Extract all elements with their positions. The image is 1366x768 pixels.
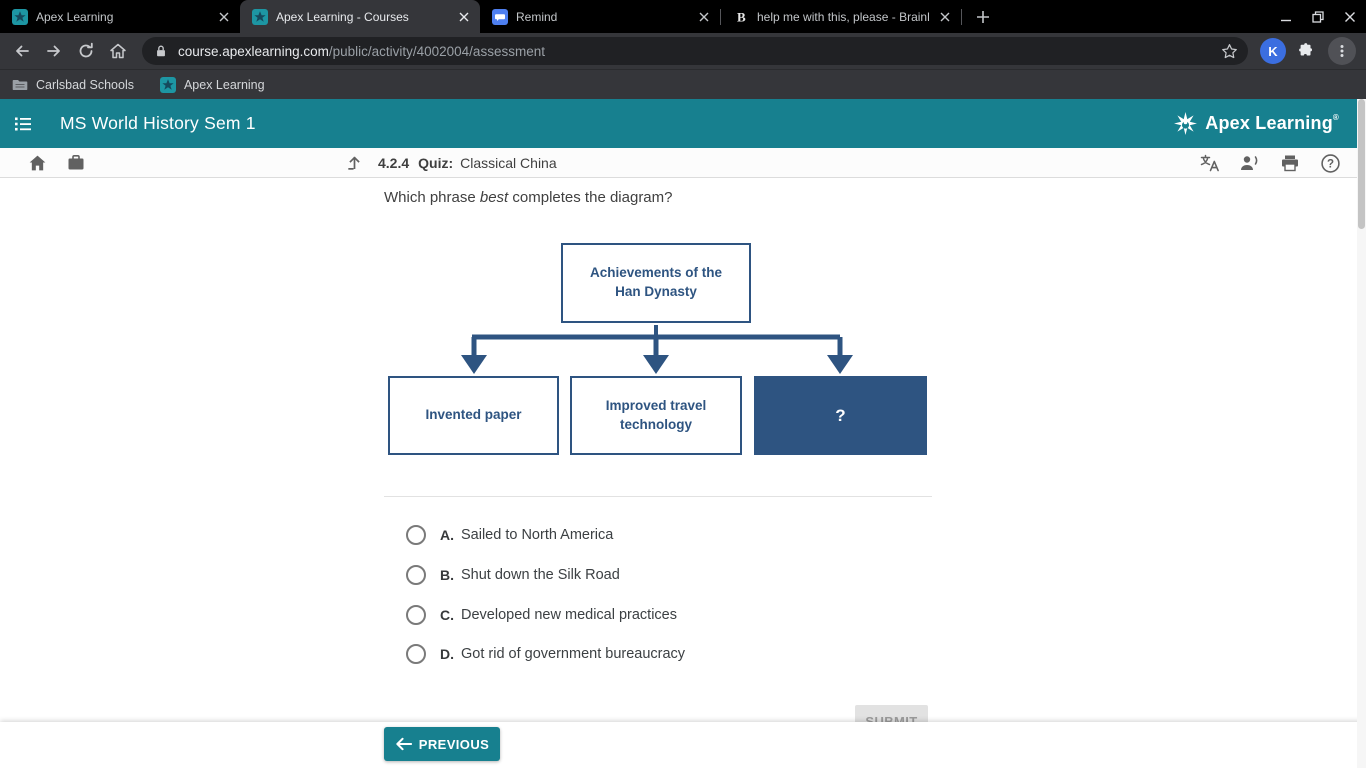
radio-button[interactable] <box>406 565 426 585</box>
brainly-favicon-icon: B <box>733 9 749 25</box>
option-letter: B. <box>440 567 454 583</box>
tab-title: help me with this, please - Brainl <box>757 9 930 24</box>
remind-favicon-icon <box>492 8 508 25</box>
answer-option-b[interactable]: B. Shut down the Silk Road <box>406 563 620 587</box>
bookmark-label: Carlsbad Schools <box>36 77 134 92</box>
apex-favicon-icon <box>252 8 268 25</box>
assessment-content: Which phrase best completes the diagram?… <box>0 178 1357 768</box>
option-text: Got rid of government bureaucracy <box>461 646 686 662</box>
radio-button[interactable] <box>406 525 426 545</box>
previous-button[interactable]: PREVIOUS <box>384 727 500 761</box>
previous-label: PREVIOUS <box>418 736 490 752</box>
tab-apex-learning-courses[interactable]: Apex Learning - Courses <box>240 0 480 33</box>
restore-button[interactable] <box>1302 0 1334 33</box>
option-text: Sailed to North America <box>461 527 614 543</box>
diagram-box-title: Achievements of the Han Dynasty <box>561 243 751 323</box>
svg-text:B: B <box>737 9 746 24</box>
text-to-speech-icon[interactable] <box>1237 150 1263 176</box>
left-arrow-icon <box>396 737 412 751</box>
activity-type: Quiz: <box>418 154 454 171</box>
diagram-box-child: Improved travel technology <box>570 376 742 455</box>
svg-text:?: ? <box>1326 158 1333 170</box>
lock-icon <box>154 44 168 58</box>
tab-title: Remind <box>516 9 558 24</box>
page-scrollbar[interactable] <box>1357 99 1366 768</box>
tab-close-icon[interactable] <box>696 9 712 25</box>
scrollbar-thumb[interactable] <box>1358 99 1365 229</box>
tab-title: Apex Learning - Courses <box>276 9 409 24</box>
help-icon[interactable]: ? <box>1317 150 1343 176</box>
minimize-button[interactable] <box>1270 0 1302 33</box>
bookmark-star-icon[interactable] <box>1221 43 1238 60</box>
extensions-icon[interactable] <box>1291 36 1321 66</box>
brand-text: Apex Learning® <box>1205 113 1339 133</box>
option-letter: A. <box>440 527 454 543</box>
apex-burst-icon <box>1173 111 1198 136</box>
close-window-button[interactable] <box>1334 0 1366 33</box>
browser-toolbar: course.apexlearning.com/public/activity/… <box>0 33 1366 69</box>
bookmark-carlsbad-schools[interactable]: Carlsbad Schools <box>12 77 134 93</box>
han-dynasty-diagram: Achievements of the Han Dynasty Invented… <box>384 243 932 455</box>
profile-avatar[interactable]: K <box>1260 38 1286 64</box>
bookmark-apex-learning[interactable]: Apex Learning <box>159 76 265 93</box>
radio-button[interactable] <box>406 644 426 664</box>
answer-option-d[interactable]: D. Got rid of government bureaucracy <box>406 642 685 666</box>
home-icon[interactable] <box>24 150 50 176</box>
tab-brainly[interactable]: B help me with this, please - Brainl <box>721 0 961 33</box>
back-icon[interactable] <box>7 36 37 66</box>
option-letter: D. <box>440 646 454 662</box>
app-header: MS World History Sem 1 Apex Learning® <box>0 99 1357 148</box>
course-outline-menu-icon[interactable] <box>0 114 46 134</box>
radio-button[interactable] <box>406 605 426 625</box>
tab-close-icon[interactable] <box>937 9 953 25</box>
tab-close-icon[interactable] <box>456 9 472 25</box>
browser-menu-icon[interactable] <box>1328 37 1356 65</box>
activity-breadcrumb: 4.2.4 Quiz: Classical China <box>345 148 557 177</box>
apex-learning-logo: Apex Learning® <box>1173 111 1339 136</box>
browser-tab-strip: Apex Learning Apex Learning - Courses Re… <box>0 0 1366 33</box>
print-icon[interactable] <box>1277 150 1303 176</box>
tab-remind[interactable]: Remind <box>480 0 720 33</box>
diagram-box-child: Invented paper <box>388 376 559 455</box>
folder-icon <box>12 77 28 93</box>
diagram-connector-arrows <box>461 325 853 374</box>
tab-separator <box>720 9 721 25</box>
question-prompt: Which phrase best completes the diagram? <box>384 189 673 206</box>
forward-icon[interactable] <box>39 36 69 66</box>
tab-title: Apex Learning <box>36 9 114 24</box>
answer-option-c[interactable]: C. Developed new medical practices <box>406 603 677 627</box>
tab-separator <box>961 9 962 25</box>
apex-favicon-icon <box>159 76 176 93</box>
option-letter: C. <box>440 607 454 623</box>
apex-favicon-icon <box>12 8 28 25</box>
answer-option-a[interactable]: A. Sailed to North America <box>406 523 613 547</box>
browser-home-icon[interactable] <box>103 36 133 66</box>
quiz-toolbar: 4.2.4 Quiz: Classical China ? <box>0 148 1357 178</box>
bookmarks-bar: Carlsbad Schools Apex Learning <box>0 69 1366 99</box>
address-bar[interactable]: course.apexlearning.com/public/activity/… <box>142 37 1248 65</box>
new-tab-button[interactable] <box>970 4 996 30</box>
translate-icon[interactable] <box>1197 150 1223 176</box>
question-divider <box>384 496 932 497</box>
tab-apex-learning[interactable]: Apex Learning <box>0 0 240 33</box>
course-title: MS World History Sem 1 <box>60 113 256 133</box>
scroll-top-icon[interactable] <box>345 153 364 172</box>
activity-number: 4.2.4 <box>378 154 410 171</box>
url-text: course.apexlearning.com/public/activity/… <box>178 43 545 59</box>
navigation-footer: PREVIOUS <box>0 722 1366 768</box>
briefcase-icon[interactable] <box>63 150 89 176</box>
webpage-viewport: MS World History Sem 1 Apex Learning® 4.… <box>0 99 1366 768</box>
activity-name: Classical China <box>460 154 557 171</box>
diagram-box-unknown: ? <box>754 376 927 455</box>
reload-icon[interactable] <box>71 36 101 66</box>
option-text: Shut down the Silk Road <box>461 567 620 583</box>
bookmark-label: Apex Learning <box>183 77 265 92</box>
window-controls <box>1270 0 1366 33</box>
tab-close-icon[interactable] <box>216 9 232 25</box>
option-text: Developed new medical practices <box>461 607 677 623</box>
